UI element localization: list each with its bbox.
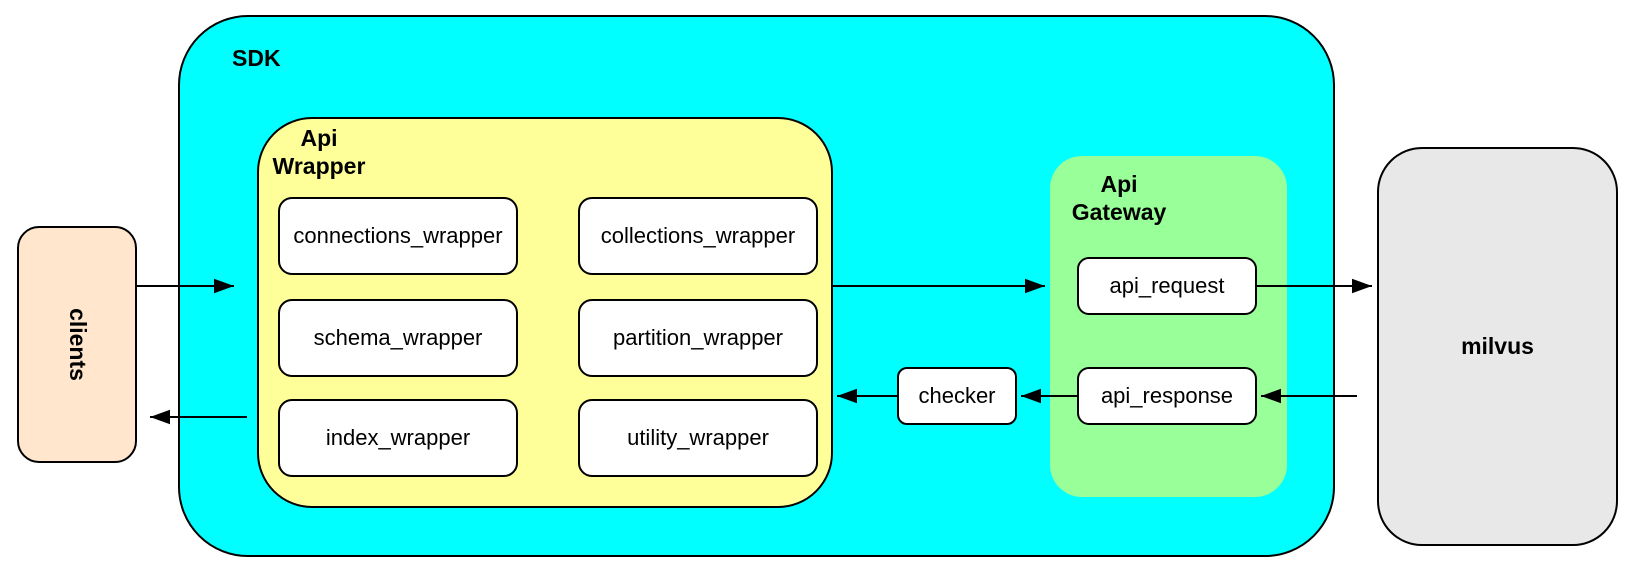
milvus-node: milvus — [1377, 147, 1618, 546]
module-index-wrapper: index_wrapper — [278, 399, 518, 477]
api-wrapper-container: Api Wrapper connections_wrapper collecti… — [257, 117, 833, 508]
api-gateway-label: Api Gateway — [1068, 170, 1170, 226]
module-schema-wrapper: schema_wrapper — [278, 299, 518, 377]
api-gateway-container: Api Gateway api_request api_response — [1050, 156, 1287, 497]
module-collections-wrapper: collections_wrapper — [578, 197, 818, 275]
milvus-label: milvus — [1461, 333, 1534, 359]
api-gateway-label-line1: Api — [1100, 171, 1138, 197]
module-utility-wrapper: utility_wrapper — [578, 399, 818, 477]
module-partition-wrapper: partition_wrapper — [578, 299, 818, 377]
sdk-label: SDK — [232, 45, 281, 71]
api-wrapper-label: Api Wrapper — [267, 124, 371, 180]
module-connections-wrapper: connections_wrapper — [278, 197, 518, 275]
clients-node: clients — [17, 226, 137, 463]
api-response-node: api_response — [1077, 367, 1257, 425]
api-request-node: api_request — [1077, 257, 1257, 315]
api-wrapper-label-line2: Wrapper — [272, 153, 366, 180]
api-gateway-label-line2: Gateway — [1071, 199, 1167, 226]
api-wrapper-label-line1: Api — [300, 125, 338, 151]
checker-node: checker — [897, 367, 1017, 425]
clients-label: clients — [64, 308, 91, 381]
